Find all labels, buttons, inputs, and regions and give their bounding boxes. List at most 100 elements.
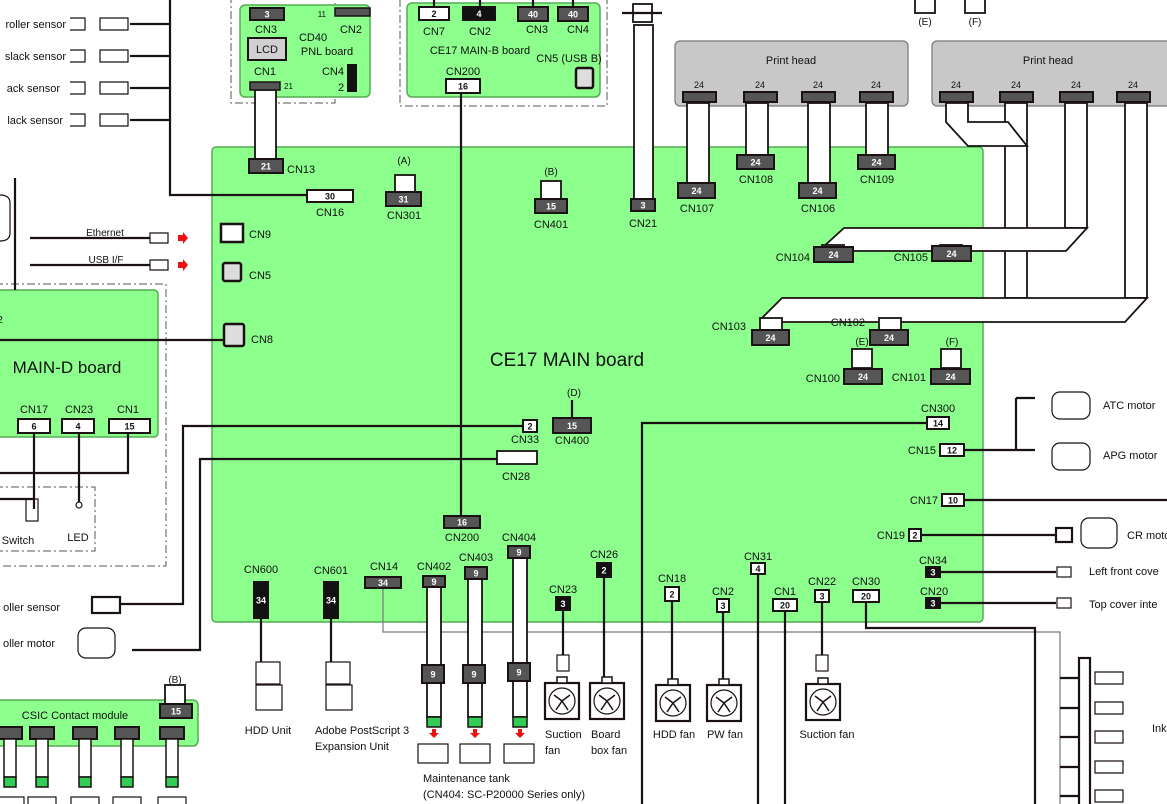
connector-body [751,329,790,346]
pnl-board [239,4,371,98]
slack-sensor-label: slack sensor [5,51,66,63]
connector-body [108,418,151,434]
apg-motor-label: APG motor [1103,450,1158,462]
maind-partial-label: 2 [0,315,3,326]
suction-fan-label: Suction fan [799,729,854,741]
csic-cable-end [35,776,49,788]
connector-pins: 24 [691,186,701,196]
maintenance-tank-note: (CN404: SC-P20000 Series only) [423,789,585,801]
ink-cartridge [0,796,25,804]
connector-body [843,368,883,385]
connector-label: CN20 [920,586,948,598]
connector-body [507,662,531,682]
connector-label: CN15 [908,445,936,457]
print-head-connector [801,91,836,103]
connector-label: CN28 [502,471,530,483]
connector-body [596,562,612,578]
connector-body [418,6,450,21]
connector-body [930,368,971,385]
connector-label: CN8 [251,334,273,346]
csic-connector [114,726,140,740]
connector-pins: 15 [546,202,556,212]
connector-label: CN16 [316,207,344,219]
connector-body [323,581,339,619]
csic-cable [78,738,92,778]
connector-label: CN400 [555,435,589,447]
connector-body [159,703,193,719]
csic-ref: (B) [168,675,181,686]
connector-pins: 24 [884,333,894,343]
connector-md-cn23: 4 CN23 [61,404,95,434]
connector-label: CN404 [502,532,536,544]
connector-pins: 4 [75,422,80,432]
ce17-main-board [211,146,984,623]
connector-label: CN107 [680,203,714,215]
connector-pins: 2 [912,531,917,541]
connector-label: CN9 [249,229,271,241]
connector-label: CN401 [534,219,568,231]
connector-body [464,566,488,580]
connector-body [852,589,880,603]
ref-e-top: (E) [918,17,931,28]
print-head-label: Print head [766,55,816,67]
connector-label: CN108 [739,174,773,186]
connector-label: CN5 [249,270,271,282]
connector-label: CN31 [744,551,772,563]
pw-fan-label: PW fan [707,729,743,741]
connector-body [736,154,775,170]
csic-cable-end [3,776,17,788]
connector-cn5: CN5 [249,270,271,282]
connector-body [857,154,896,170]
ref-d: (D) [567,388,581,399]
connector-pins: 40 [528,10,538,20]
connector-pins: 2 [431,9,436,19]
connector-csic-main: 15 [159,703,193,719]
print-head-connector-pins: 24 [871,80,881,90]
fans [543,676,842,723]
print-head-connector-pins: 24 [1128,80,1138,90]
connector-body [306,189,354,203]
connector-label: CN601 [314,565,348,577]
connector-label: CN403 [459,552,493,564]
connector-body [421,664,445,684]
suction-fan-label: Suction [545,729,582,741]
connector-pins: 24 [858,372,868,382]
connector-label: CN23 [549,584,577,596]
connector-label: CN33 [511,434,539,446]
print-head-2 [931,40,1167,107]
devices [0,17,1124,804]
roller-sensor-label: roller sensor [5,19,66,31]
ref-a: (A) [397,156,410,167]
csic-cable-end [165,776,179,788]
pnl-board-frame [230,0,336,104]
connector-body [630,198,656,212]
fan-icon [654,678,692,723]
connector-label: CN2 [712,586,734,598]
connector-body [813,246,854,263]
connector-body [939,443,965,457]
connector-label: CN23 [65,404,93,416]
print-head-connector-pins: 24 [951,80,961,90]
fan-icon [705,678,743,723]
switch-led-frame [0,486,96,552]
csic-connector [159,726,185,740]
connector-pins: 12 [947,446,957,456]
ref-f: (F) [946,337,959,348]
csic-cable [35,738,49,778]
flat-cables [254,3,1150,728]
connector-pins: 3 [640,201,645,211]
connector-pins: 21 [261,162,271,172]
connector-label: CN1 [254,66,276,78]
connector-pins: 9 [430,670,435,680]
